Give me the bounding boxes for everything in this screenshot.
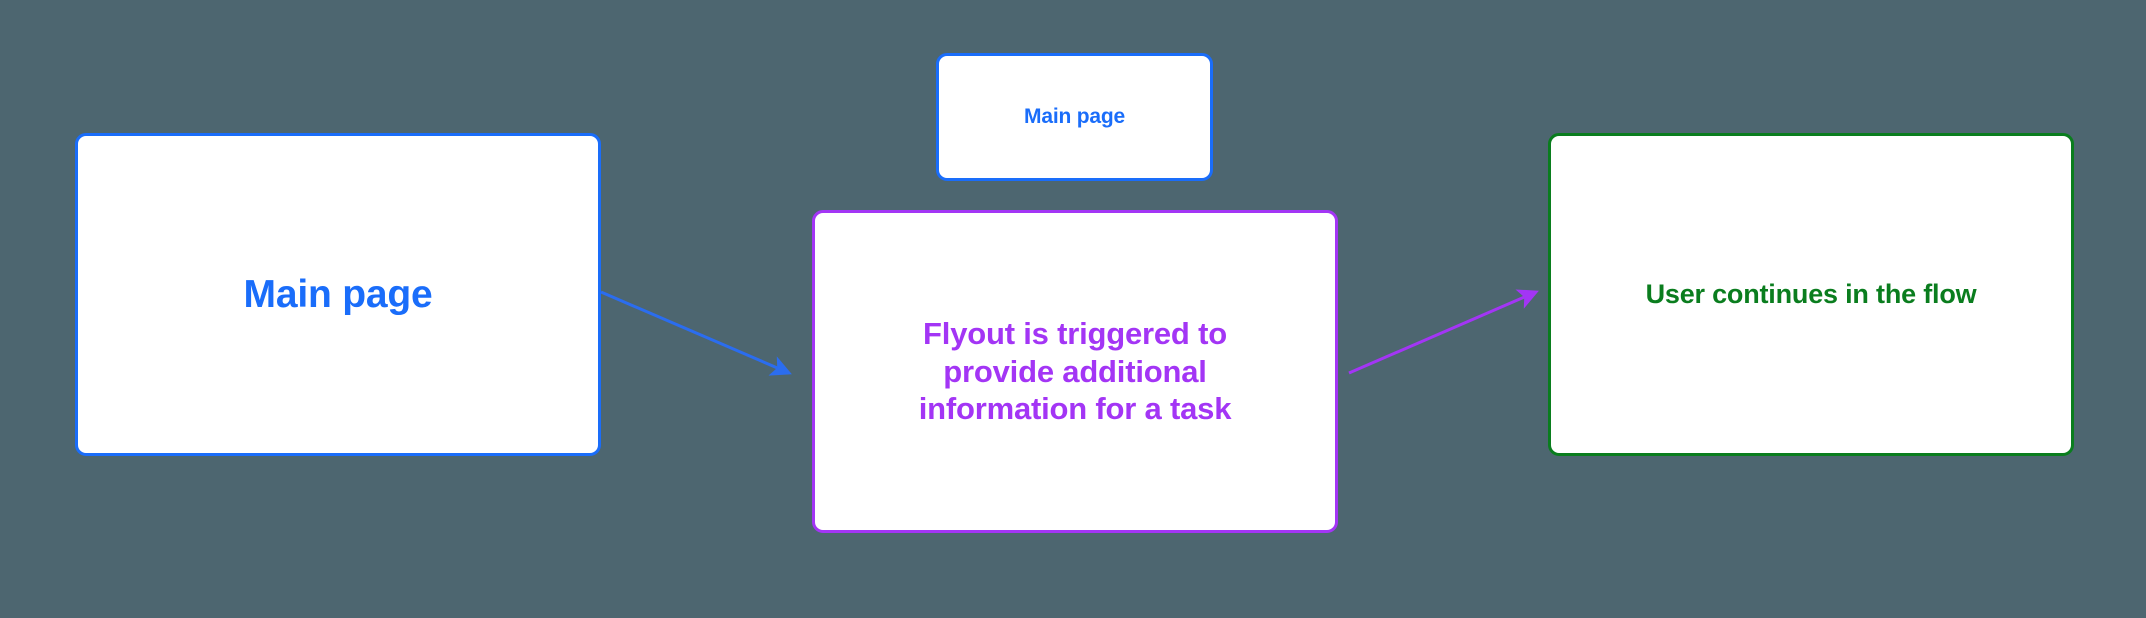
node-user-continues[interactable]: User continues in the flow [1548,133,2074,456]
node-main-page-top[interactable]: Main page [936,53,1213,181]
node-main-page-top-label: Main page [1024,105,1125,129]
node-user-continues-label: User continues in the flow [1645,279,1977,310]
edge-flyout-to-user-continues [1348,289,1539,375]
edge-main-page-to-flyout [600,290,792,376]
node-main-page-left-label: Main page [243,272,433,316]
node-flyout[interactable]: Flyout is triggered to provide additiona… [812,210,1338,533]
node-main-page-left[interactable]: Main page [75,133,601,456]
node-flyout-label: Flyout is triggered to provide additiona… [918,315,1232,427]
